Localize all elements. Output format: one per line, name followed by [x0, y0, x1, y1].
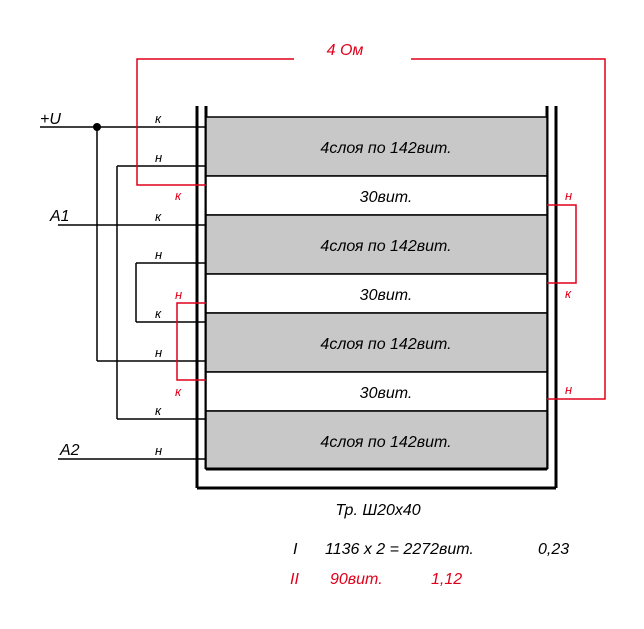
winding-primary-1: [205, 116, 548, 177]
primary-turns-formula: 1136 х 2 = 2272вит.: [325, 541, 474, 558]
secondary-wire-diameter: 1,12: [431, 571, 462, 588]
secondary-wiring: [136, 58, 606, 400]
winding-label-7: 4слоя по 142вит.: [320, 434, 451, 451]
secondary-roman-numeral: II: [290, 571, 299, 588]
mark-k-1: к: [155, 111, 162, 126]
mark-k-4: к: [155, 403, 162, 418]
junction-dot: [93, 123, 101, 131]
right-marks: н к н: [565, 188, 572, 397]
mark-right-n-2: н: [565, 382, 572, 397]
winding-label-4: 30вит.: [360, 287, 413, 304]
winding-label-1: 4слоя по 142вит.: [320, 140, 451, 157]
winding-label-6: 30вит.: [360, 385, 413, 402]
winding-secondary-3: [205, 371, 548, 412]
primary-wire-diameter: 0,23: [538, 541, 569, 558]
winding-primary-3: [205, 312, 548, 373]
primary-wiring: [40, 126, 206, 460]
mark-k-3: к: [155, 306, 162, 321]
mark-k-red-2: к: [175, 384, 182, 399]
mark-k-red-1: к: [175, 188, 182, 203]
mark-right-n-1: н: [565, 188, 572, 203]
winding-secondary-2: [205, 273, 548, 314]
transformer-core-label: Тр. Ш20х40: [335, 502, 420, 519]
winding-label-3: 4слоя по 142вит.: [320, 238, 451, 255]
winding-label-2: 30вит.: [360, 189, 413, 206]
winding-label-5: 4слоя по 142вит.: [320, 336, 451, 353]
mark-n-2: н: [155, 247, 162, 262]
mark-n-4: н: [155, 443, 162, 458]
mark-right-k-1: к: [565, 286, 572, 301]
winding-primary-2: [205, 214, 548, 275]
mark-n-1: н: [155, 150, 162, 165]
secondary-turns: 90вит.: [330, 571, 383, 588]
left-marks: к н к к н н к н к к н: [155, 111, 182, 458]
winding-primary-4: [205, 410, 548, 470]
windings: 4слоя по 142вит. 30вит. 4слоя по 142вит.…: [205, 116, 548, 471]
terminal-a1: A1: [49, 208, 70, 225]
terminal-a2: A2: [59, 442, 80, 459]
mark-n-3: н: [155, 345, 162, 360]
primary-roman-numeral: I: [293, 541, 298, 558]
terminal-plus-u: +U: [40, 111, 61, 128]
mark-k-2: к: [155, 209, 162, 224]
resistance-label: 4 Ом: [327, 42, 364, 59]
mark-n-red: н: [175, 287, 182, 302]
